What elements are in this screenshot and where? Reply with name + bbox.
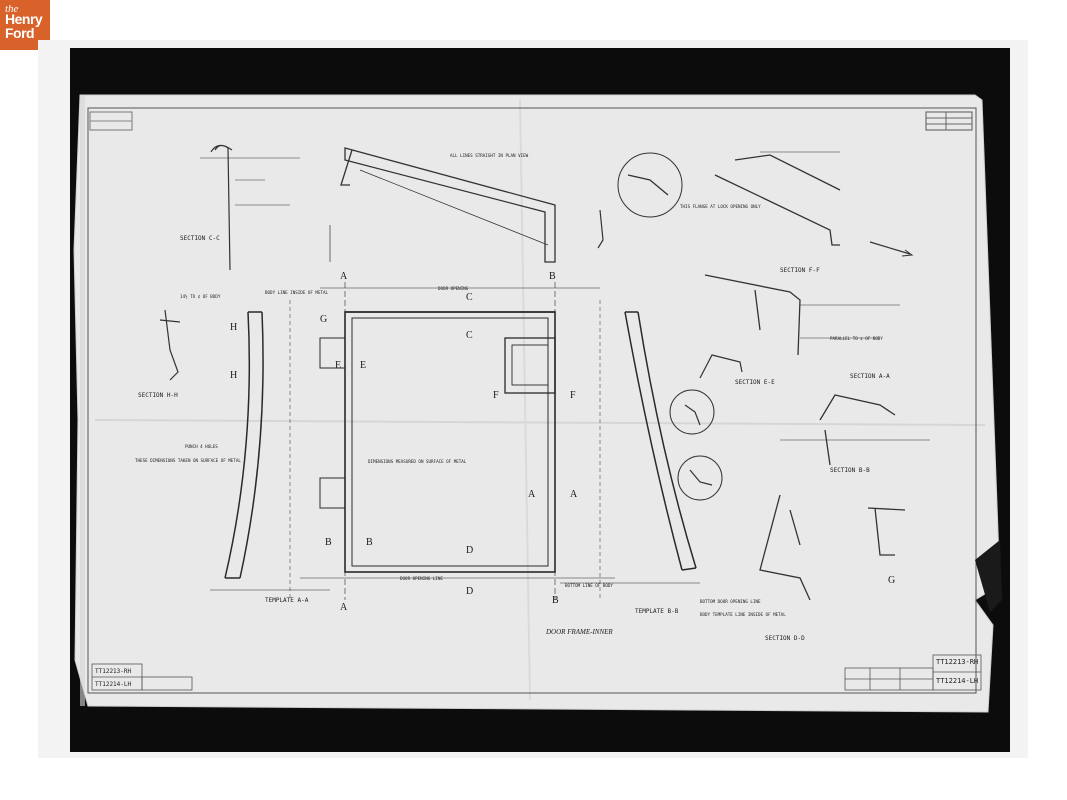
view-letter-h: H — [230, 322, 237, 333]
note-bottom-door-opening-line: BOTTOM DOOR OPENING LINE — [700, 599, 761, 604]
note-these-dimensions: THESE DIMENSIONS TAKEN ON SURFACE OF MET… — [135, 458, 241, 463]
drawing-notes: DOOR OPENING DOOR OPENING LINE BOTTOM LI… — [135, 153, 883, 617]
section-c-c-detail — [200, 144, 300, 271]
note-punch-4-holes: PUNCH 4 HOLES — [185, 444, 218, 449]
drawing-number-rh: TT12213-RH — [936, 658, 978, 666]
note-door-opening: DOOR OPENING — [438, 286, 469, 291]
view-letter-a: A — [340, 602, 348, 613]
drawing-border — [87, 107, 977, 694]
section-e-e-detail — [669, 354, 743, 501]
view-letter-h: H — [230, 370, 237, 381]
drawing-number-rh-left: TT12213-RH — [95, 668, 132, 675]
door-frame-main — [300, 282, 615, 600]
view-letter-b: B — [549, 271, 556, 282]
revision-block — [925, 111, 973, 131]
plan-view-top — [329, 147, 556, 263]
note-body-line: BODY LINE INSIDE OF METAL — [265, 290, 329, 295]
note-parallel-to-body: PARALLEL TO ¢ OF BODY — [830, 336, 883, 341]
note-body-template-line: BODY TEMPLATE LINE INSIDE OF METAL — [700, 612, 786, 617]
section-c-c-label: SECTION C-C — [180, 235, 220, 242]
section-e-e-label: SECTION E-E — [735, 379, 775, 386]
view-letters: A A B B C C D D E E F F G G H H A A B B — [230, 271, 895, 613]
view-letter-a: A — [570, 489, 578, 500]
view-letter-d: D — [466, 545, 473, 556]
note-all-lines-straight: ALL LINES STRAIGHT IN PLAN VIEW — [450, 153, 529, 158]
section-titles: SECTION C-C SECTION H-H SECTION F-F SECT… — [138, 235, 890, 642]
view-letter-a: A — [528, 489, 536, 500]
drawing-title: DOOR FRAME-INNER — [545, 628, 613, 636]
paper-sheet — [73, 94, 1001, 713]
template-a-a-pillar — [210, 300, 330, 600]
view-letter-f: F — [570, 390, 576, 401]
section-b-b-label: SECTION B-B — [830, 467, 870, 474]
note-to-body: 14½ TO ¢ OF BODY — [180, 294, 221, 299]
view-letter-b: B — [366, 537, 373, 548]
logo-word-henry: Henry — [5, 11, 43, 27]
fold-line — [519, 99, 531, 701]
note-flange-at-lock: THIS FLANGE AT LOCK OPENING ONLY — [680, 204, 761, 209]
view-letter-g: G — [320, 314, 327, 325]
section-f-f-label: SECTION F-F — [780, 267, 820, 274]
view-letter-f: F — [493, 390, 499, 401]
top-left-stamp — [89, 111, 133, 131]
view-letter-c: C — [466, 330, 473, 341]
template-b-b-label: TEMPLATE B-B — [635, 608, 679, 615]
section-h-h-detail — [159, 309, 181, 381]
fold-line — [94, 419, 986, 426]
view-letter-b: B — [325, 537, 332, 548]
section-d-d-label: SECTION D-D — [765, 635, 805, 642]
note-dimensions-on-surface: DIMENSIONS MEASURED ON SURFACE OF METAL — [368, 459, 467, 464]
view-letter-a: A — [340, 271, 348, 282]
small-profile-detail — [597, 209, 604, 249]
note-door-opening-line: DOOR OPENING LINE — [400, 576, 443, 581]
view-letter-b: B — [552, 595, 559, 606]
section-a-a-detail — [704, 274, 900, 356]
section-f-f-detail — [714, 151, 914, 257]
section-d-d-detail — [759, 494, 906, 601]
drawing-number-lh-left: TT12214-LH — [95, 681, 132, 688]
view-letter-e: E — [335, 360, 341, 371]
circled-detail — [617, 152, 683, 218]
paper-edge-shade — [80, 96, 85, 706]
section-h-h-label: SECTION H-H — [138, 392, 178, 399]
drawing-number-lh: TT12214-LH — [936, 677, 978, 685]
logo-word-ford: Ford — [5, 25, 35, 41]
view-letter-c: C — [466, 292, 473, 303]
logo-word-the: the — [5, 3, 19, 15]
view-letter-d: D — [466, 586, 473, 597]
template-b-b-pillar — [560, 300, 700, 600]
template-a-a-label: TEMPLATE A-A — [265, 597, 309, 604]
henry-ford-logo: the Henry Ford — [0, 0, 50, 50]
view-letter-g: G — [888, 575, 895, 586]
view-letter-e: E — [360, 360, 366, 371]
note-bottom-line-of-body: BOTTOM LINE OF BODY — [565, 583, 613, 588]
section-b-b-detail — [780, 394, 930, 466]
title-block-bottom — [91, 654, 982, 691]
section-a-a-label: SECTION A-A — [850, 373, 890, 380]
film-tear-shadow — [975, 540, 1002, 612]
